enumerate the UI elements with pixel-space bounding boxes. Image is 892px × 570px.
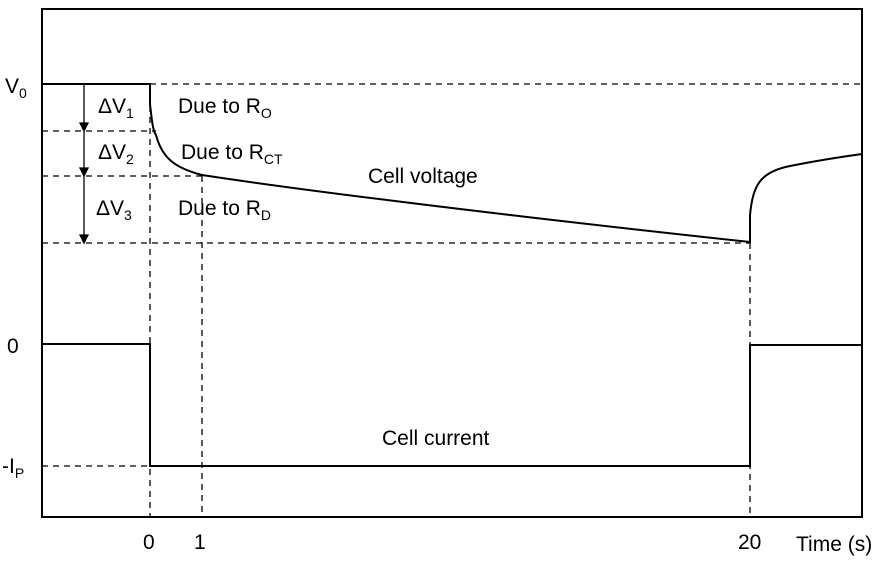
dv3-arrowhead <box>78 234 90 245</box>
x-axis-title: Time (s) <box>796 533 872 556</box>
reason-rct: Due to RCT <box>181 141 283 167</box>
x-label-t20: 20 <box>738 531 761 554</box>
dv2-arrowhead <box>78 167 90 178</box>
y-label-v0: V0 <box>5 75 27 101</box>
cell-voltage-curve <box>42 83 863 244</box>
delta-arrows <box>78 84 90 245</box>
dv3-label: ΔV3 <box>96 197 132 223</box>
x-label-t0: 0 <box>143 531 155 554</box>
y-label-ip: -IP <box>2 455 24 481</box>
cell-voltage-label: Cell voltage <box>368 165 478 188</box>
y-label-zero: 0 <box>7 335 19 358</box>
dv1-label: ΔV1 <box>98 95 134 121</box>
reason-ro: Due to RO <box>178 95 272 121</box>
dv2-label: ΔV2 <box>98 141 134 167</box>
reason-rd: Due to RD <box>178 197 271 223</box>
plot-frame <box>41 8 863 518</box>
dv1-arrowhead <box>78 122 90 133</box>
cell-current-curve <box>42 343 862 467</box>
x-label-t1: 1 <box>194 531 206 554</box>
cell-current-label: Cell current <box>382 427 490 450</box>
horizontal-guides <box>42 83 862 467</box>
